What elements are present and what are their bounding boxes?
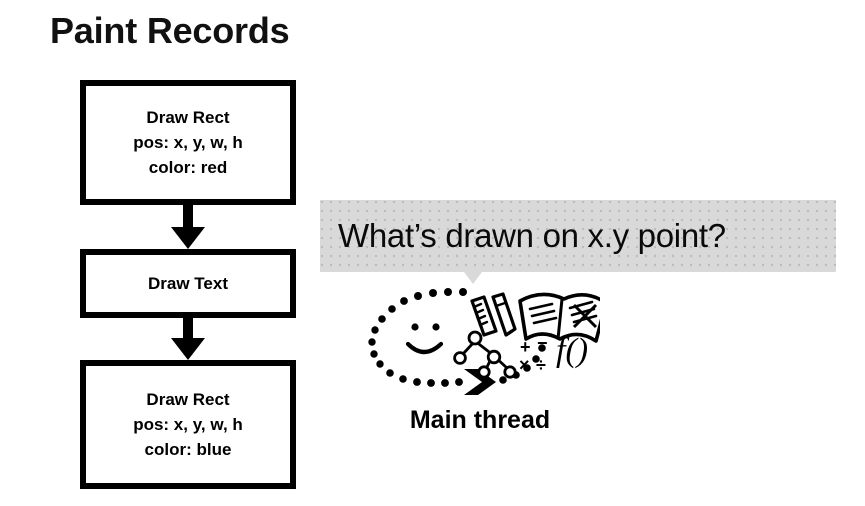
svg-text:−: − [537,333,548,353]
main-thread-illustration: + − × ÷ f() [360,283,600,403]
flow-arrow-down-icon [171,205,205,249]
arrow-shaft [183,205,193,227]
question-speech-bubble: What’s drawn on x.y point? [320,200,836,272]
main-thread-label: Main thread [409,406,551,434]
flow-arrow-down-icon [171,318,205,360]
record-color-label: color: red [148,158,228,177]
arrow-shaft [183,318,193,338]
svg-text:÷: ÷ [536,355,546,375]
record-op-label: Draw Text [148,274,228,293]
arrow-head [171,338,205,360]
record-pos-label: pos: x, y, w, h [133,133,243,152]
paint-record-draw-rect-blue[interactable]: Draw Rect pos: x, y, w, h color: blue [80,360,296,489]
arrow-head [171,227,205,249]
svg-text:+: + [520,337,531,357]
record-op-label: Draw Rect [146,390,230,409]
pencil-icon [491,292,517,337]
record-op-label: Draw Rect [146,108,230,127]
record-pos-label: pos: x, y, w, h [133,415,243,434]
svg-text:×: × [519,355,530,375]
smiley-face-icon [405,323,444,355]
paint-record-draw-text[interactable]: Draw Text [80,249,296,318]
paint-record-draw-rect-red[interactable]: Draw Rect pos: x, y, w, h color: red [80,80,296,205]
speech-bubble-tail-icon [464,272,482,284]
ruler-icon [470,295,498,337]
thought-bubble-dotted-oval [368,288,546,387]
record-color-label: color: blue [144,440,232,459]
function-notation-icon: f() [556,332,588,369]
open-book-icon [518,292,600,343]
math-operators-icon: + − × ÷ [519,333,548,375]
svg-text:f(): f() [556,332,588,369]
page-title: Paint Records [50,10,290,51]
question-text: What’s drawn on x.y point? [338,217,726,254]
tree-graph-icon [453,330,517,379]
